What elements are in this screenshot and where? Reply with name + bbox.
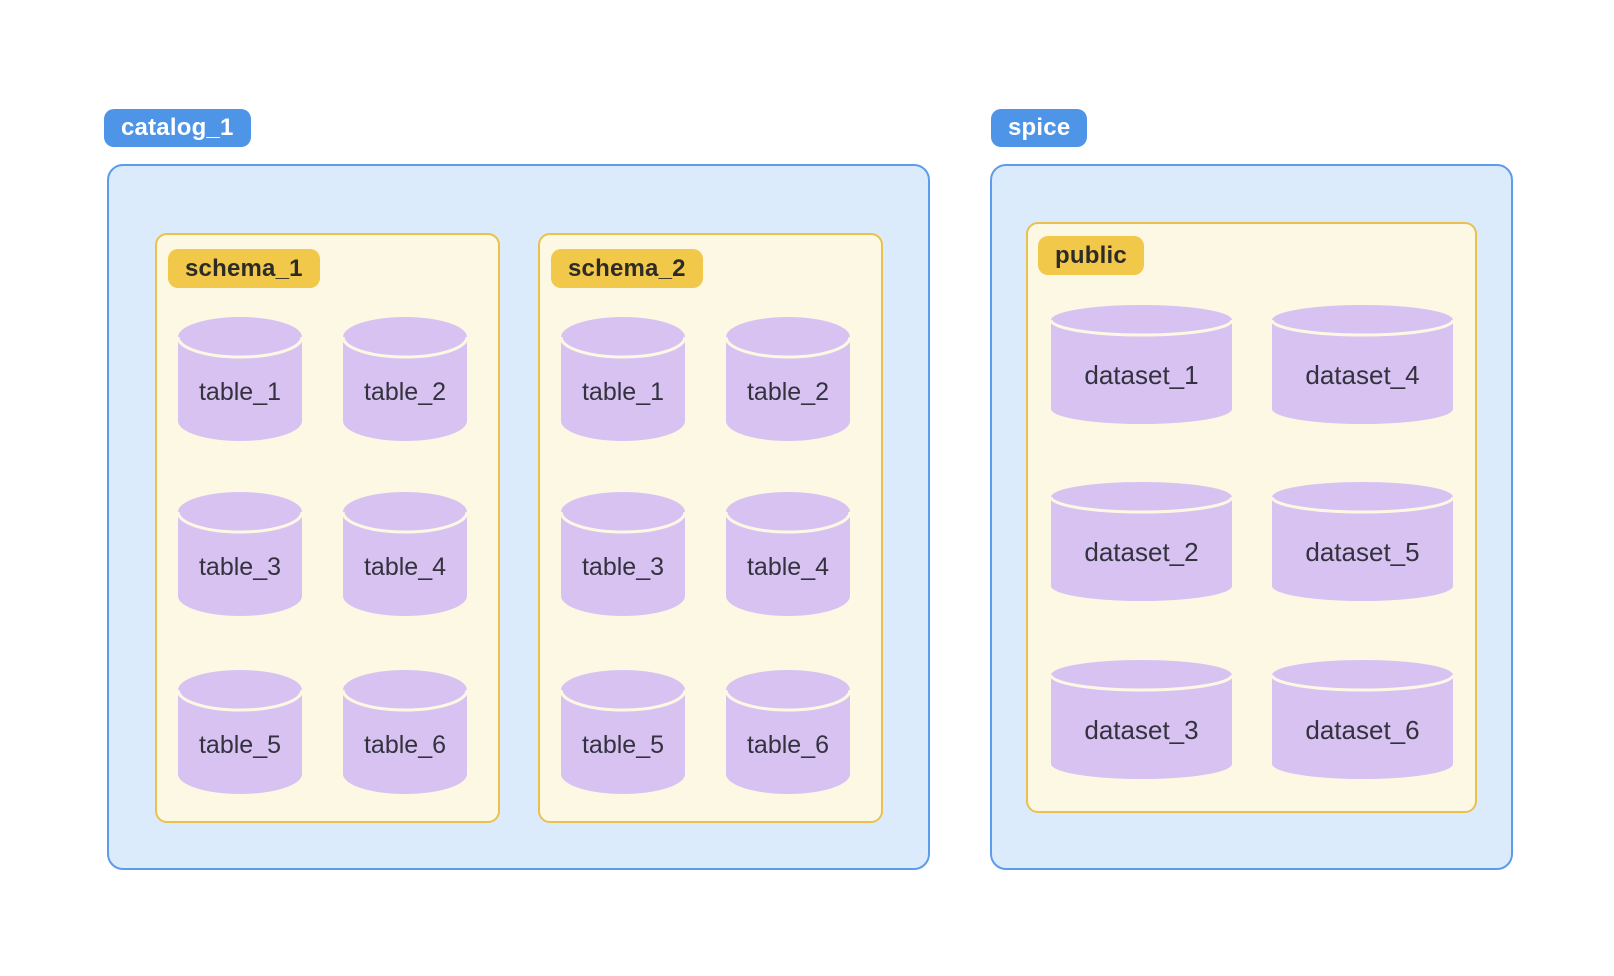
- dataset-cylinder: dataset_6: [1270, 658, 1455, 781]
- database-cylinder-icon: [559, 317, 687, 441]
- table-label: table_5: [198, 730, 282, 759]
- table-label: table_4: [746, 552, 830, 581]
- table-cylinder: table_3: [176, 490, 304, 618]
- dataset-label: dataset_3: [1084, 715, 1199, 745]
- database-cylinder-icon: [724, 492, 852, 616]
- database-cylinder-icon: [559, 670, 687, 794]
- table-cylinder: table_5: [176, 668, 304, 796]
- database-cylinder-icon: [724, 317, 852, 441]
- database-cylinder-icon: [1049, 482, 1234, 601]
- database-cylinder-icon: [176, 492, 304, 616]
- schema-2-box: schema_2 table_1 table_2: [538, 233, 883, 823]
- database-cylinder-icon: [1270, 660, 1455, 779]
- table-cylinder: table_4: [724, 490, 852, 618]
- database-cylinder-icon: [176, 317, 304, 441]
- database-cylinder-icon: [559, 492, 687, 616]
- table-label: table_4: [363, 552, 447, 581]
- table-cylinder: table_4: [341, 490, 469, 618]
- database-cylinder-icon: [341, 670, 469, 794]
- catalog-1-badge: catalog_1: [104, 109, 251, 147]
- dataset-cylinder: dataset_4: [1270, 303, 1455, 426]
- dataset-label: dataset_6: [1305, 715, 1420, 745]
- table-label: table_5: [581, 730, 665, 759]
- spice-container: public dataset_1 dataset_4: [990, 164, 1513, 870]
- table-cylinder: table_1: [559, 315, 687, 443]
- schema-1-badge: schema_1: [168, 249, 320, 288]
- database-cylinder-icon: [1270, 482, 1455, 601]
- table-cylinder: table_1: [176, 315, 304, 443]
- table-cylinder: table_6: [724, 668, 852, 796]
- database-cylinder-icon: [1049, 660, 1234, 779]
- table-label: table_2: [363, 377, 447, 406]
- table-cylinder: table_5: [559, 668, 687, 796]
- catalog-1-container: schema_1 table_1 table_2: [107, 164, 930, 870]
- schema-2-badge: schema_2: [551, 249, 703, 288]
- public-badge: public: [1038, 236, 1144, 275]
- table-cylinder: table_3: [559, 490, 687, 618]
- database-cylinder-icon: [176, 670, 304, 794]
- database-cylinder-icon: [1270, 305, 1455, 424]
- table-label: table_1: [581, 377, 665, 406]
- dataset-cylinder: dataset_2: [1049, 480, 1234, 603]
- table-cylinder: table_2: [724, 315, 852, 443]
- dataset-cylinder: dataset_1: [1049, 303, 1234, 426]
- table-label: table_1: [198, 377, 282, 406]
- table-label: table_6: [746, 730, 830, 759]
- table-cylinder: table_2: [341, 315, 469, 443]
- spice-badge: spice: [991, 109, 1088, 147]
- dataset-cylinder: dataset_5: [1270, 480, 1455, 603]
- table-label: table_2: [746, 377, 830, 406]
- dataset-label: dataset_2: [1084, 537, 1199, 567]
- table-cylinder: table_6: [341, 668, 469, 796]
- table-label: table_3: [581, 552, 665, 581]
- database-cylinder-icon: [1049, 305, 1234, 424]
- dataset-label: dataset_5: [1305, 537, 1420, 567]
- database-cylinder-icon: [341, 317, 469, 441]
- schema-1-box: schema_1 table_1 table_2: [155, 233, 500, 823]
- dataset-label: dataset_4: [1305, 360, 1420, 390]
- table-label: table_6: [363, 730, 447, 759]
- database-cylinder-icon: [341, 492, 469, 616]
- public-box: public dataset_1 dataset_4: [1026, 222, 1477, 813]
- table-label: table_3: [198, 552, 282, 581]
- dataset-cylinder: dataset_3: [1049, 658, 1234, 781]
- database-cylinder-icon: [724, 670, 852, 794]
- dataset-label: dataset_1: [1084, 360, 1199, 390]
